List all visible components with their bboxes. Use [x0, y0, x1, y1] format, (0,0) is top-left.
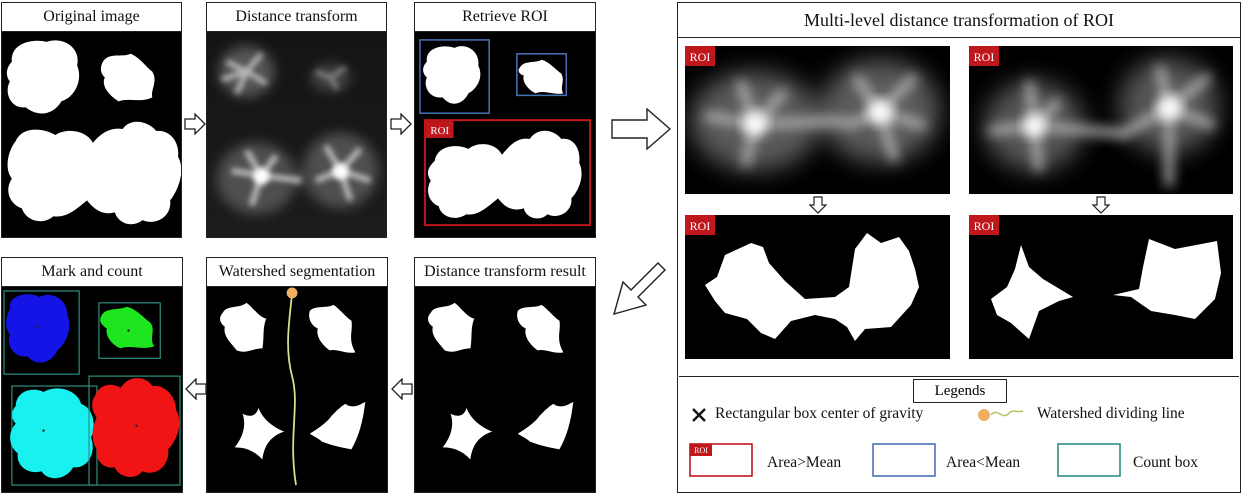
roi-box-small	[516, 53, 568, 97]
panel-title: Watershed segmentation	[207, 258, 387, 287]
legend-title: Legends	[913, 379, 1007, 403]
roi-red-box-icon: ROI	[689, 443, 753, 477]
blob-shape	[309, 304, 356, 353]
distance-result-view	[415, 287, 595, 492]
legend: Legends Rectangular box center of gravit…	[679, 376, 1239, 491]
cross-icon	[692, 408, 706, 422]
panel-original-image: Original image	[1, 2, 182, 238]
blob-shape	[309, 401, 366, 450]
mark-and-count-view	[2, 287, 182, 492]
panel-mark-and-count: Mark and count	[1, 257, 183, 493]
panel-title: Mark and count	[2, 258, 182, 287]
roi-tag	[969, 46, 999, 66]
svg-text:ROI: ROI	[694, 446, 708, 455]
right-panel-title: Multi-level distance transformation of R…	[678, 3, 1240, 38]
panel-distance-transform: Distance transform	[206, 2, 387, 238]
count-box	[3, 290, 80, 375]
roi-tag	[969, 215, 999, 235]
svg-text:ROI: ROI	[974, 219, 995, 233]
blob-shape	[427, 130, 582, 219]
blob-shape	[991, 245, 1073, 339]
watershed-line-icon	[978, 409, 1024, 421]
panel-title: Distance transform result	[415, 258, 595, 287]
panel-multilevel-distance: Multi-level distance transformation of R…	[677, 2, 1241, 493]
blob-shape	[518, 59, 564, 94]
arrow-left-icon	[391, 378, 413, 400]
roi-distance-image-left: ROI	[685, 46, 950, 194]
blob-cyan	[10, 388, 94, 479]
retrieve-roi-view: ROI	[415, 32, 595, 237]
blob-shape	[6, 40, 80, 114]
blob-shape	[7, 121, 181, 225]
count-box	[88, 375, 181, 486]
blob-shape	[517, 304, 564, 353]
arrow-right-large-icon	[611, 108, 671, 150]
blob-shape	[100, 53, 155, 102]
blob-shape	[1113, 239, 1221, 319]
roi-binary-image-right: ROI	[969, 215, 1233, 359]
blob-shape	[442, 407, 493, 460]
panel-title: Distance transform	[207, 3, 386, 32]
watershed-line	[287, 292, 297, 486]
roi-binary-image-left: ROI	[685, 215, 950, 359]
original-image-view	[2, 32, 181, 237]
svg-text:ROI: ROI	[690, 50, 711, 64]
watershed-view	[207, 287, 387, 492]
blob-shape	[423, 46, 481, 104]
roi-distance-image-right: ROI	[969, 46, 1233, 194]
legend-area-lt-label: Area<Mean	[946, 454, 1021, 471]
legend-count-label: Count box	[1133, 454, 1199, 471]
watershed-dot	[286, 287, 298, 299]
distance-transform-view	[207, 32, 386, 237]
arrow-down-icon	[809, 196, 827, 214]
roi-box-small	[419, 39, 490, 114]
svg-text:ROI: ROI	[974, 50, 995, 64]
roi-tag	[685, 215, 715, 235]
blob-green	[100, 306, 155, 349]
blob-shape	[220, 302, 267, 352]
roi-box-large	[423, 119, 592, 227]
blob-shape	[705, 233, 919, 341]
legend-watershed-label: Watershed dividing line	[1037, 405, 1185, 422]
arrow-left-icon	[185, 378, 207, 400]
blob-red	[92, 378, 180, 477]
panel-distance-transform-result: Distance transform result	[414, 257, 596, 493]
arrow-down-left-icon	[612, 262, 666, 316]
roi-blue-box-icon	[872, 443, 936, 477]
roi-tag	[685, 46, 715, 66]
arrow-right-icon	[390, 113, 412, 135]
panel-title: Original image	[2, 3, 181, 32]
roi-tag	[425, 121, 454, 138]
blob-shape	[428, 302, 475, 352]
panel-title: Retrieve ROI	[415, 3, 595, 32]
legend-cross-label: Rectangular box center of gravity	[715, 405, 924, 422]
panel-retrieve-roi: Retrieve ROI ROI	[414, 2, 596, 238]
count-box	[98, 302, 161, 359]
arrow-right-icon	[184, 113, 206, 135]
blob-blue	[6, 294, 70, 363]
panel-watershed-segmentation: Watershed segmentation	[206, 257, 388, 493]
arrow-down-icon	[1092, 196, 1110, 214]
svg-text:ROI: ROI	[690, 219, 711, 233]
svg-text:ROI: ROI	[430, 125, 449, 137]
blob-shape	[234, 407, 285, 460]
legend-area-gt-label: Area>Mean	[767, 454, 842, 471]
count-box-icon	[1057, 443, 1121, 477]
blob-shape	[517, 401, 574, 450]
